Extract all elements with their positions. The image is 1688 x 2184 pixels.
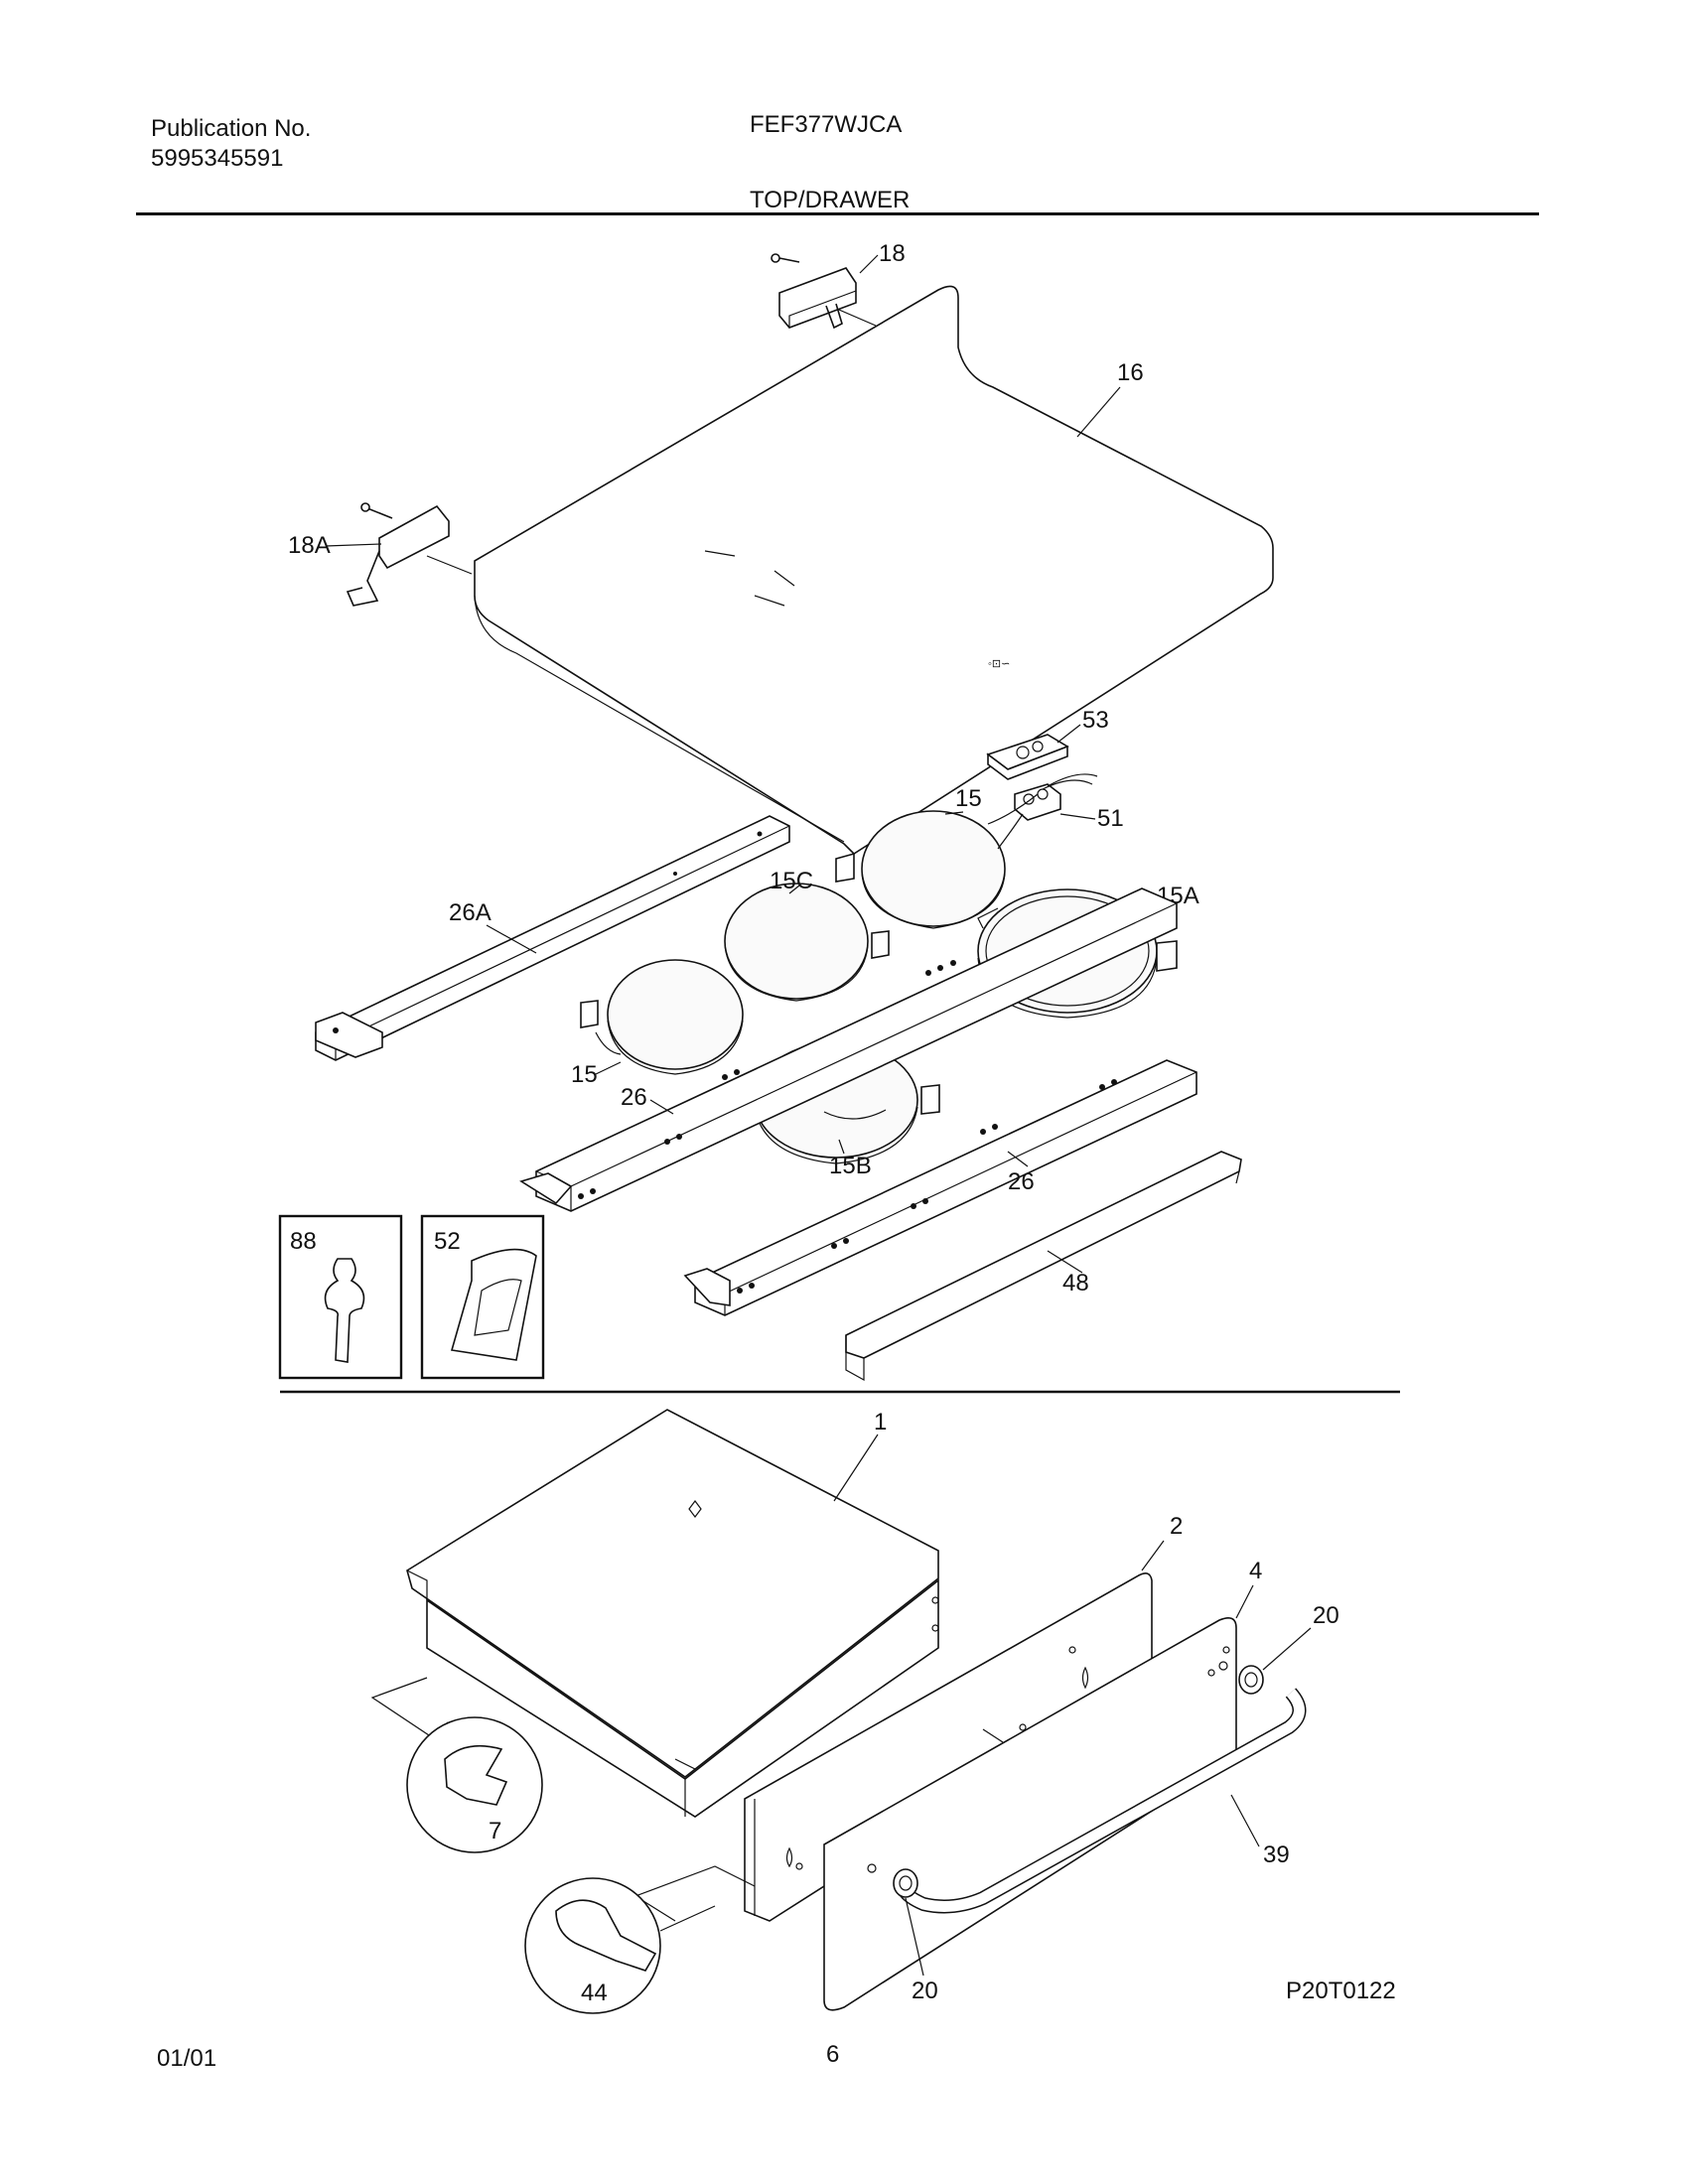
bracket-18 (771, 253, 877, 330)
callout-15-top: 15 (955, 785, 982, 812)
callout-15-left: 15 (571, 1061, 598, 1088)
callout-26-left: 26 (621, 1084, 647, 1111)
callout-4: 4 (1249, 1558, 1262, 1584)
header-rule (136, 212, 1539, 215)
callout-39: 39 (1263, 1842, 1290, 1868)
rail-26-left (519, 887, 1178, 1212)
callout-26a: 26A (449, 899, 492, 926)
callout-53: 53 (1082, 707, 1109, 734)
footer-date: 01/01 (157, 2045, 217, 2072)
figure-code: P20T0122 (1286, 1978, 1396, 2004)
section-title: TOP/DRAWER (750, 187, 911, 213)
burner-15c (724, 883, 890, 1002)
callout-7: 7 (489, 1818, 501, 1844)
callout-51: 51 (1097, 805, 1124, 832)
callout-1: 1 (874, 1409, 887, 1435)
callout-18: 18 (879, 240, 906, 267)
callout-48: 48 (1062, 1270, 1089, 1297)
bracket-18a (346, 502, 473, 607)
callout-2: 2 (1170, 1513, 1183, 1540)
inset-box-52 (420, 1214, 545, 1380)
callout-52: 52 (434, 1228, 461, 1255)
cooktop-logo-mark: ◦⊡∽ (988, 658, 1010, 670)
inset-circle-44 (524, 1877, 661, 2014)
callout-44: 44 (581, 1979, 608, 2006)
burner-15-top (835, 810, 1024, 929)
callout-26-right: 26 (1008, 1168, 1035, 1195)
model-number: FEF377WJCA (750, 111, 903, 138)
fastener-20-bottom (867, 1863, 918, 1898)
inset-circle-7 (406, 1716, 543, 1853)
switch-53 (986, 734, 1069, 780)
publication-label: Publication No. (151, 115, 312, 142)
drawer-body-1 (370, 1409, 939, 1818)
callout-20-bottom: 20 (912, 1978, 938, 2004)
terminal-block-51 (987, 773, 1098, 825)
page-number: 6 (826, 2041, 840, 2068)
burner-15-left (580, 959, 744, 1075)
callout-88: 88 (290, 1228, 317, 1255)
callout-20-top: 20 (1313, 1602, 1339, 1629)
publication-number: 5995345591 (151, 145, 284, 172)
rail-26-right (683, 1059, 1197, 1316)
fastener-20-top (1218, 1661, 1264, 1695)
rail-26a (315, 815, 790, 1061)
inset-box-88 (278, 1214, 403, 1380)
callout-18a: 18A (288, 532, 331, 559)
cooktop-16 (474, 285, 1274, 856)
callout-15c: 15C (770, 868, 813, 894)
trim-strip-48 (845, 1151, 1242, 1382)
callout-15b: 15B (829, 1153, 872, 1179)
callout-16: 16 (1117, 359, 1144, 386)
